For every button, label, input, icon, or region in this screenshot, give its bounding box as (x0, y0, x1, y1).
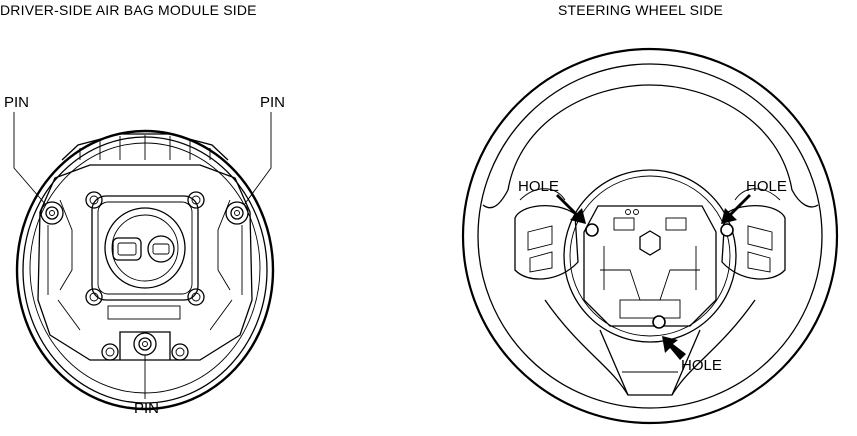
right-spoke (721, 204, 786, 280)
pin-leader-right (243, 112, 272, 206)
pin-callout-left: PIN (4, 94, 30, 111)
left-spoke (514, 204, 579, 280)
airbag-module-illustration (13, 112, 275, 411)
steering-wheel-illustration (461, 47, 839, 425)
hole-arrow-bottom (662, 336, 686, 360)
wheel-hole-left (585, 223, 599, 237)
wheel-hole-right (720, 223, 734, 237)
hole-callout-bottom: HOLE (681, 357, 722, 374)
pin-leader-left (13, 112, 47, 206)
hole-arrow-right (721, 194, 755, 224)
hole-arrow-left (552, 194, 586, 224)
hole-callout-left: HOLE (518, 178, 559, 195)
module-pin-right (225, 201, 249, 225)
pin-callout-right: PIN (260, 94, 286, 111)
wheel-hole-bottom (652, 315, 666, 329)
module-pin-bottom (133, 332, 157, 356)
steering-wheel-side-heading: STEERING WHEEL SIDE (558, 2, 724, 18)
airbag-module-side-heading: DRIVER-SIDE AIR BAG MODULE SIDE (0, 2, 257, 18)
hole-callout-right: HOLE (746, 178, 787, 195)
module-bolt-cluster (85, 191, 205, 361)
module-pin-left (40, 201, 64, 225)
